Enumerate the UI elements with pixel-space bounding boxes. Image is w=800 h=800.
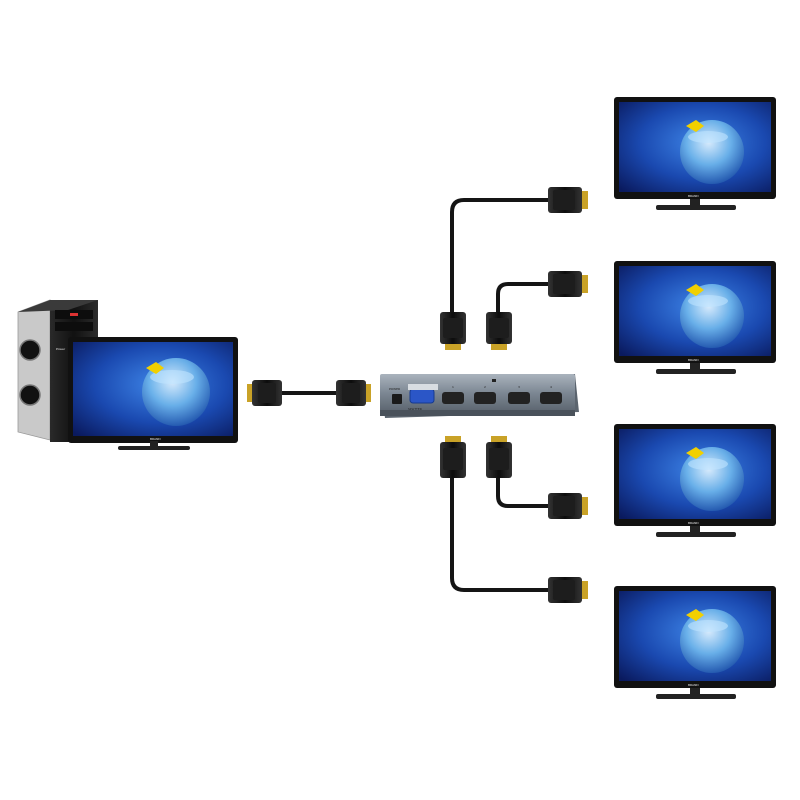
splitter-output-ports	[442, 392, 562, 404]
output-monitor-2: BRAND	[614, 261, 776, 374]
cable-output-1	[450, 198, 550, 314]
pc-case-label: Power	[56, 347, 66, 351]
output-monitor-3-brand: BRAND	[688, 521, 699, 525]
source-monitor: BRAND	[68, 337, 238, 450]
output-monitor-4-brand: BRAND	[688, 683, 699, 687]
splitter-port-3-label: 3	[518, 385, 520, 389]
cable-output-3	[496, 476, 550, 508]
splitter-side-connectors	[440, 312, 512, 478]
connector-output-1	[548, 187, 588, 213]
splitter-indicator-led	[492, 379, 496, 382]
output-monitor-3: BRAND	[614, 424, 776, 537]
source-monitor-brand: BRAND	[150, 437, 161, 441]
output-monitor-4: BRAND	[614, 586, 776, 699]
splitter-model-label: SPLITTER	[408, 407, 422, 411]
output-monitor-2-brand: BRAND	[688, 358, 699, 362]
monitor-side-connectors	[548, 187, 588, 603]
output-monitor-1: BRAND	[614, 97, 776, 210]
connector-output-4	[548, 577, 588, 603]
connector-output-3	[548, 493, 588, 519]
splitter-input-port	[409, 388, 435, 404]
cable-output-2	[496, 282, 550, 314]
splitter-power-label: POWER	[389, 387, 400, 391]
splitter-power-port	[392, 394, 402, 404]
splitter-port-4-label: 4	[550, 385, 552, 389]
splitter-port-1-label: 1	[452, 385, 454, 389]
connector-output-2	[548, 271, 588, 297]
splitter-port-2-label: 2	[484, 385, 486, 389]
source-cable-connectors	[247, 380, 371, 406]
cable-output-4	[450, 476, 550, 592]
cables	[280, 198, 550, 592]
vga-splitter: POWER 1 2 3 4 SPLITTER	[380, 374, 579, 418]
output-monitor-1-brand: BRAND	[688, 194, 699, 198]
